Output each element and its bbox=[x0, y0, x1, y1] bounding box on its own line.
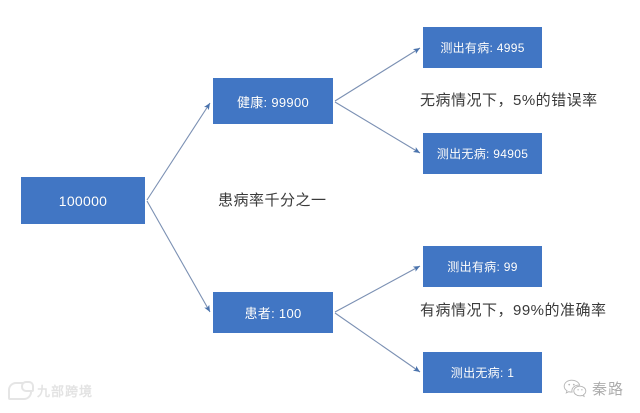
node-patient-tested-positive[interactable]: 测出有病: 99 bbox=[423, 246, 542, 287]
node-healthy[interactable]: 健康: 99900 bbox=[213, 78, 333, 124]
watermark-bottom-left: 九部跨境 bbox=[8, 380, 94, 400]
node-healthy-tested-negative[interactable]: 测出无病: 94905 bbox=[423, 133, 542, 174]
edge-healthy-to-negative bbox=[334, 101, 421, 154]
node-patient-tested-negative[interactable]: 测出无病: 1 bbox=[423, 352, 542, 393]
edge-root-to-patient bbox=[146, 200, 211, 313]
watermark-right-text: 秦路 bbox=[592, 381, 625, 398]
node-healthy-tested-positive[interactable]: 测出有病: 4995 bbox=[423, 27, 542, 68]
caption-false-positive-rate: 无病情况下，5%的错误率 bbox=[420, 92, 598, 109]
wechat-icon bbox=[563, 379, 587, 399]
edge-healthy-to-positive bbox=[334, 47, 421, 102]
edge-patient-to-negative bbox=[334, 312, 421, 373]
caption-prevalence: 患病率千分之一 bbox=[218, 192, 327, 209]
watermark-left-text: 九部跨境 bbox=[37, 384, 94, 399]
edge-patient-to-positive bbox=[334, 265, 421, 313]
edge-root-to-healthy bbox=[146, 102, 211, 201]
node-patient[interactable]: 患者: 100 bbox=[213, 292, 333, 333]
node-total-population[interactable]: 100000 bbox=[21, 177, 145, 224]
watermark-bottom-right: 秦路 bbox=[563, 378, 624, 399]
caption-true-positive-rate: 有病情况下，99%的准确率 bbox=[420, 302, 607, 319]
chat-bubble-icon bbox=[8, 380, 34, 400]
